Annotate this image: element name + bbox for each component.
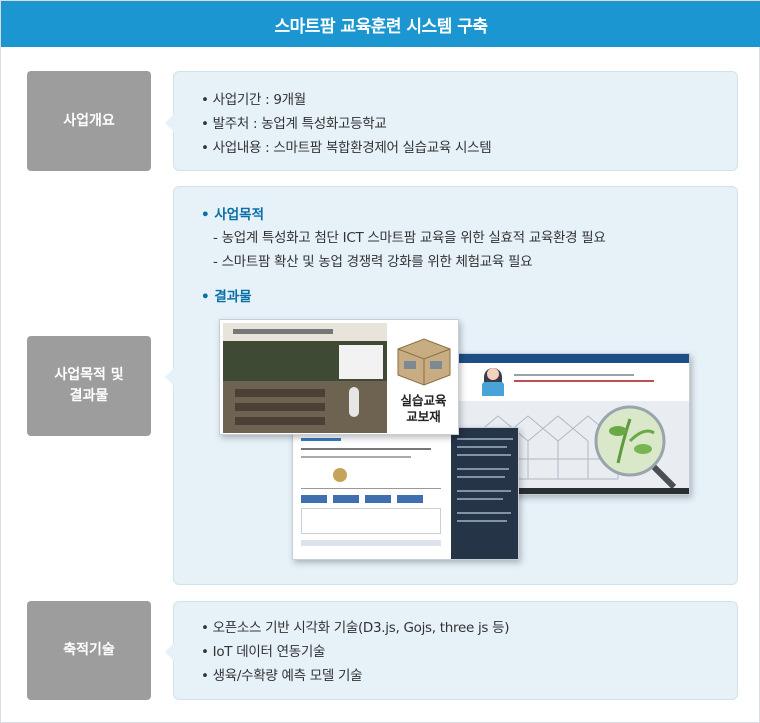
- header-bar: 스마트팜 교육훈련 시스템 구축: [1, 1, 760, 47]
- kit-panel: 실습교육 교보재: [390, 323, 457, 433]
- list-item: IoT 데이터 연동기술: [201, 640, 737, 664]
- list-item: 사업내용 : 스마트팜 복합환경제어 실습교육 시스템: [201, 136, 737, 160]
- dashboard-screenshot: [292, 427, 519, 560]
- overview-box: 사업기간 : 9개월 발주처 : 농업계 특성화고등학교 사업내용 : 스마트팜…: [165, 71, 738, 171]
- list-item: 생육/수확량 예측 모델 기술: [201, 664, 737, 688]
- list-item: 발주처 : 농업계 특성화고등학교: [201, 112, 737, 136]
- classroom-kit-image: 실습교육 교보재: [219, 319, 459, 435]
- page-title: 스마트팜 교육훈련 시스템 구축: [274, 16, 488, 37]
- row-label-overview: 사업개요: [27, 71, 151, 171]
- purpose-item: 스마트팜 확산 및 농업 경쟁력 강화를 위한 체험교육 필요: [201, 250, 721, 274]
- list-item: 오픈소스 기반 시각화 기술(D3.js, Gojs, three js 등): [201, 616, 737, 640]
- technology-list: 오픈소스 기반 시각화 기술(D3.js, Gojs, three js 등) …: [201, 616, 737, 688]
- list-item: 사업기간 : 9개월: [201, 88, 737, 112]
- result-title: 결과물: [201, 286, 721, 308]
- overview-list: 사업기간 : 9개월 발주처 : 농업계 특성화고등학교 사업내용 : 스마트팜…: [201, 88, 737, 160]
- row-label-purpose-results: 사업목적 및 결과물: [27, 336, 151, 436]
- kit-label: 실습교육 교보재: [400, 393, 447, 424]
- purpose-item: 농업계 특성화고 첨단 ICT 스마트팜 교육을 위한 실효적 교육환경 필요: [201, 226, 721, 250]
- purpose-results-box: 사업목적 농업계 특성화고 첨단 ICT 스마트팜 교육을 위한 실효적 교육환…: [165, 186, 738, 585]
- purpose-title: 사업목적: [201, 204, 721, 226]
- row-label-technology: 축적기술: [27, 601, 151, 700]
- technology-box: 오픈소스 기반 시각화 기술(D3.js, Gojs, three js 등) …: [165, 601, 738, 700]
- classroom-photo: [223, 323, 387, 433]
